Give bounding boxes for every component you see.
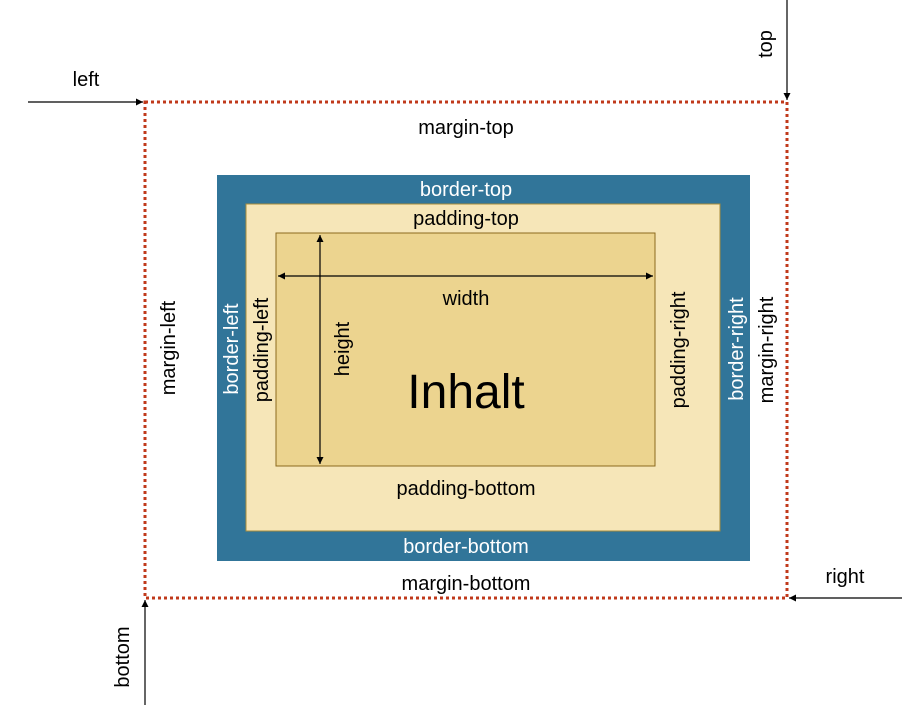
margin-left-label: margin-left [158, 300, 180, 395]
border-top-label: border-top [420, 179, 512, 201]
border-bottom-label: border-bottom [403, 536, 529, 558]
border-right-label: border-right [726, 297, 748, 401]
padding-right-label: padding-right [668, 291, 690, 408]
content-label: Inhalt [407, 366, 524, 419]
bottom-label: bottom [112, 626, 134, 687]
height-label: height [332, 321, 354, 376]
margin-outline [143, 100, 789, 600]
margin-bottom-label: margin-bottom [402, 573, 531, 595]
width-label: width [442, 288, 490, 310]
margin-right-label: margin-right [756, 296, 778, 403]
top-label: top [755, 30, 777, 58]
padding-left-label: padding-left [251, 297, 273, 402]
border-left-label: border-left [221, 303, 243, 395]
right-label: right [826, 566, 865, 588]
padding-top-label: padding-top [413, 208, 519, 230]
left-label: left [73, 69, 100, 91]
padding-bottom-label: padding-bottom [397, 478, 536, 500]
margin-top-label: margin-top [418, 117, 514, 139]
content-box [275, 232, 656, 467]
